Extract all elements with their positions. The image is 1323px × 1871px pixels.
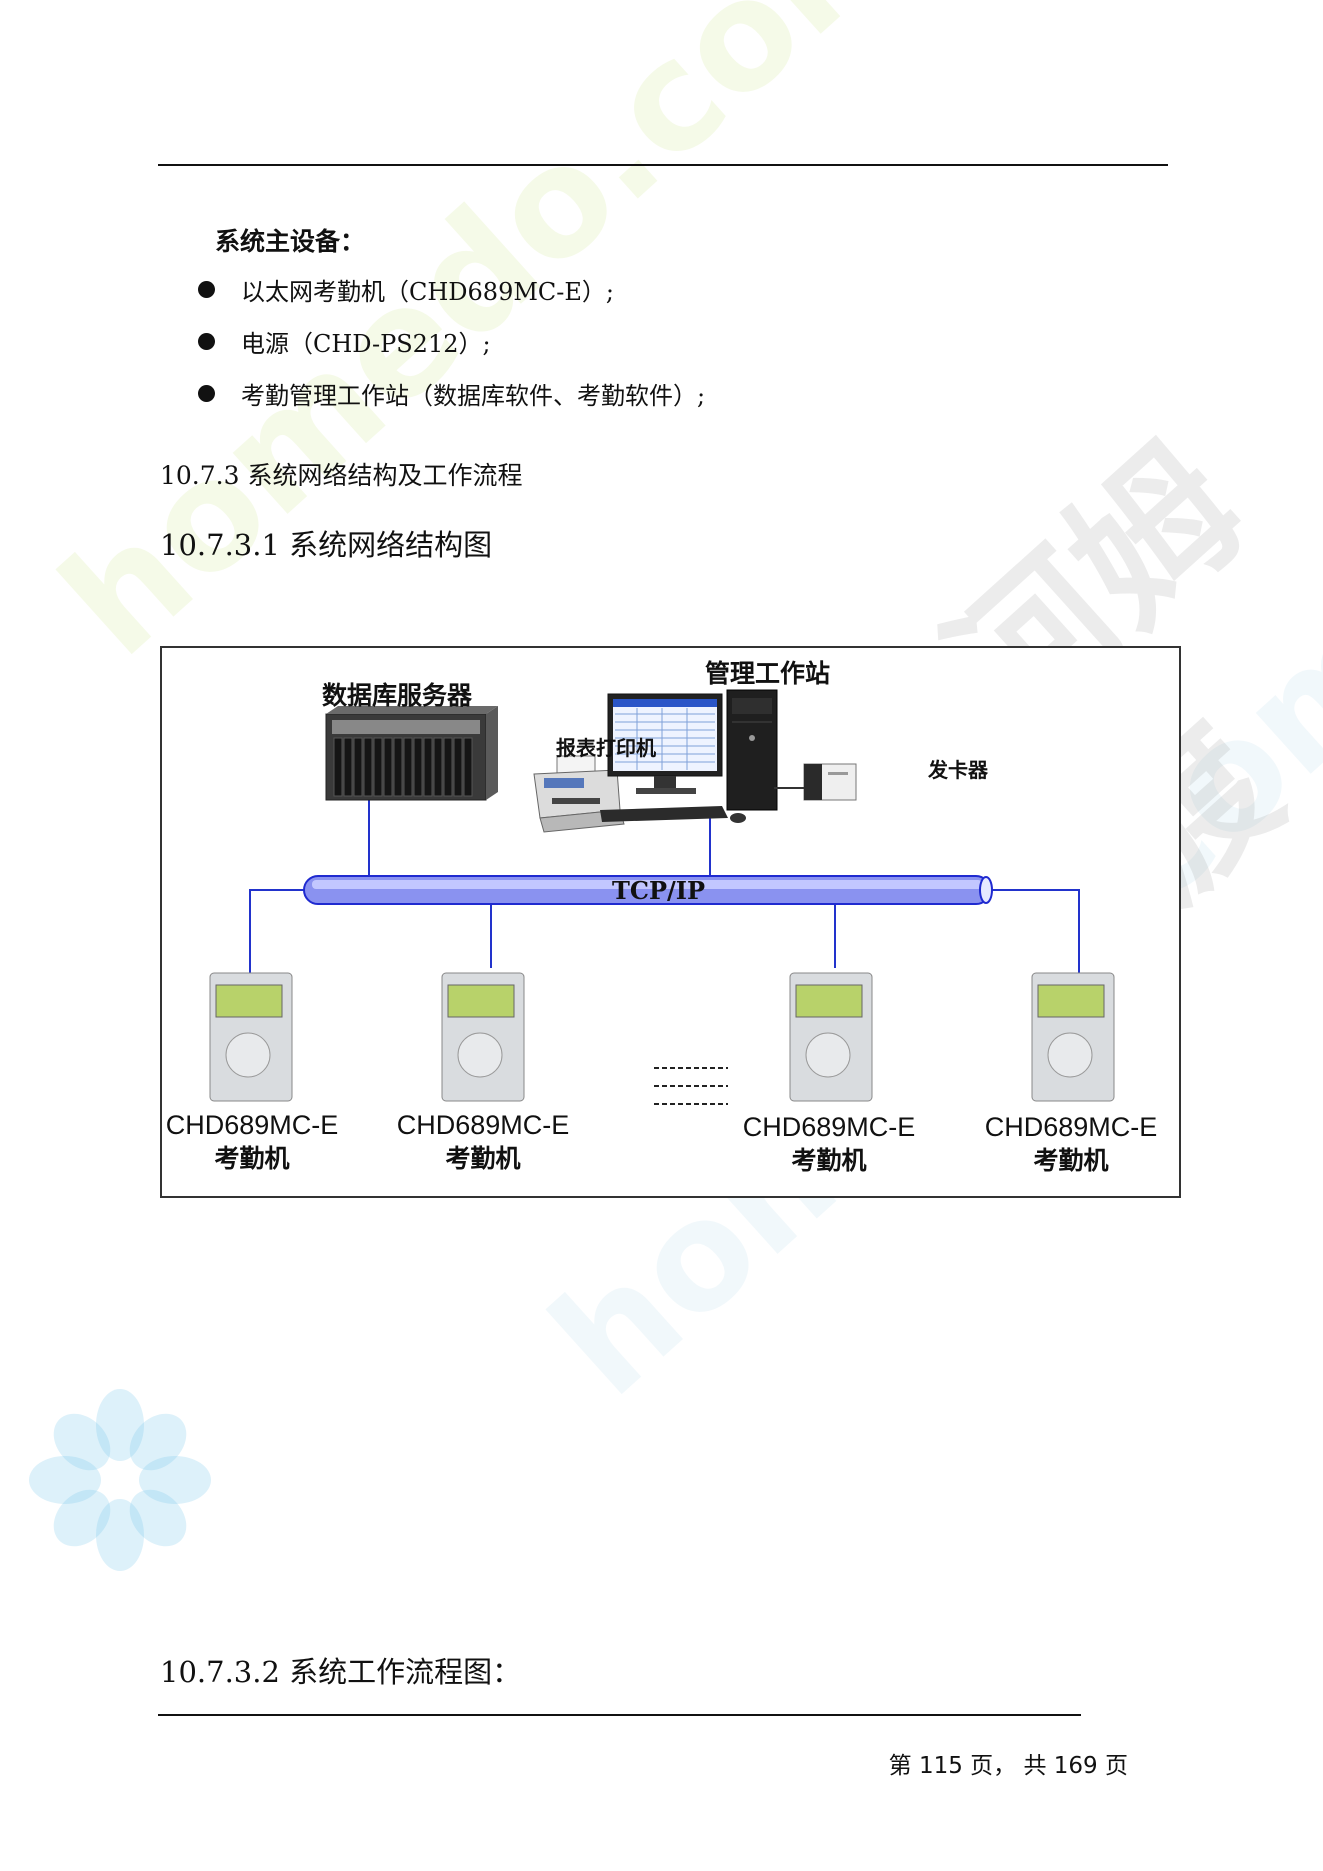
list-item-text: 以太网考勤机（CHD689MC-E）; [241,278,614,306]
bullet-icon [198,333,215,350]
section-heading-10-7-3-2: 10.7.3.2 系统工作流程图： [160,1655,522,1689]
section-heading-10-7-3: 10.7.3 系统网络结构及工作流程 [160,461,523,490]
card-issuer-label: 发卡器 [928,758,988,782]
main-devices-heading: 系统主设备： [215,227,366,256]
terminal-label-1: CHD689MC-E 考勤机 [142,1108,362,1176]
terminal-model: CHD689MC-E [742,1112,916,1142]
terminal-name: 考勤机 [1033,1146,1109,1175]
tcpip-label: TCP/IP [612,876,706,905]
workstation-label: 管理工作站 [705,659,831,688]
database-server-icon [325,706,498,801]
section-heading-10-7-3-1: 10.7.3.1 系统网络结构图 [160,528,493,562]
list-item: 考勤管理工作站（数据库软件、考勤软件）; [198,376,705,411]
terminal-name: 考勤机 [214,1144,290,1173]
terminal-label-4: CHD689MC-E 考勤机 [961,1110,1181,1178]
card-issuer-icon [774,763,857,801]
network-diagram-graphics [209,689,1115,1105]
printer-label: 报表打印机 [556,736,656,760]
tcpip-bus [303,875,993,905]
attendance-terminal-icon-2 [441,972,525,1102]
bullet-icon [198,281,215,298]
terminal-name: 考勤机 [791,1146,867,1175]
attendance-terminal-icon-4 [1031,972,1115,1102]
terminal-1-link-line [249,889,304,973]
terminal-label-2: CHD689MC-E 考勤机 [373,1108,593,1176]
watermark-flower-icon [29,1389,211,1571]
terminal-name: 考勤机 [445,1144,521,1173]
workstation-computer-icon [600,689,778,823]
header-rule [158,164,1168,166]
list-item: 电源（CHD-PS212）; [198,324,491,359]
db-server-label: 数据库服务器 [322,681,473,710]
terminal-model: CHD689MC-E [396,1110,570,1140]
terminal-model: CHD689MC-E [165,1110,339,1140]
more-terminals-ellipsis [654,1067,728,1105]
list-item-text: 考勤管理工作站（数据库软件、考勤软件）; [241,382,706,410]
attendance-terminal-icon-3 [789,972,873,1102]
network-diagram: 数据库服务器 管理工作站 报表打印机 发卡器 TCP/IP CHD689MC-E… [160,646,1181,1198]
terminal-label-3: CHD689MC-E 考勤机 [719,1110,939,1178]
bullet-icon [198,385,215,402]
attendance-terminal-icon-1 [209,972,293,1102]
terminal-4-link-line [990,889,1080,973]
terminal-model: CHD689MC-E [984,1112,1158,1142]
page-number: 第 115 页， 共 169 页 [888,1753,1128,1779]
list-item: 以太网考勤机（CHD689MC-E）; [198,272,614,307]
watermark-latin-1: homedo.com [30,0,952,690]
list-item-text: 电源（CHD-PS212）; [241,330,491,358]
footer-rule [158,1714,1081,1716]
